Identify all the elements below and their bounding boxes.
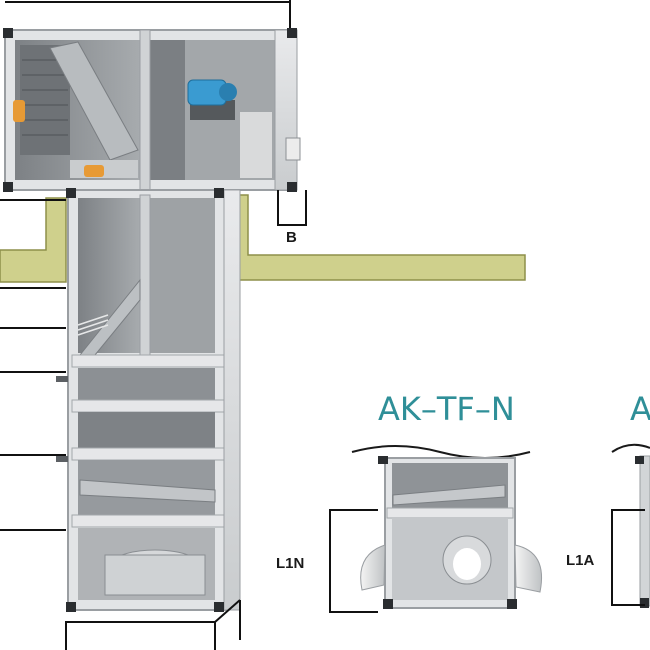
- dimension-b: B: [277, 190, 307, 246]
- filter-clip-icon: [13, 100, 25, 122]
- shaft-unit: [56, 188, 241, 612]
- top-unit: [3, 0, 301, 192]
- duct-outlet-icon: [285, 137, 301, 161]
- dimension-label-l1a: L1A: [566, 552, 595, 569]
- model-title-partial: A: [630, 390, 650, 428]
- dimension-label-b: B: [286, 229, 297, 246]
- dimension-bottom: [65, 599, 241, 650]
- fan-motor-icon: [187, 79, 237, 106]
- dimension-label-l1n: L1N: [276, 555, 304, 572]
- model-title-ak-tf-n: AK–TF–N: [378, 390, 515, 428]
- dimension-ticks-left: [0, 287, 66, 531]
- heat-exchanger-plate: [49, 41, 139, 161]
- filter-clip-icon: [84, 165, 104, 177]
- module-ak-tf-n: AK–TF–N L1N: [276, 390, 543, 613]
- module-partial: A L1A: [566, 390, 650, 608]
